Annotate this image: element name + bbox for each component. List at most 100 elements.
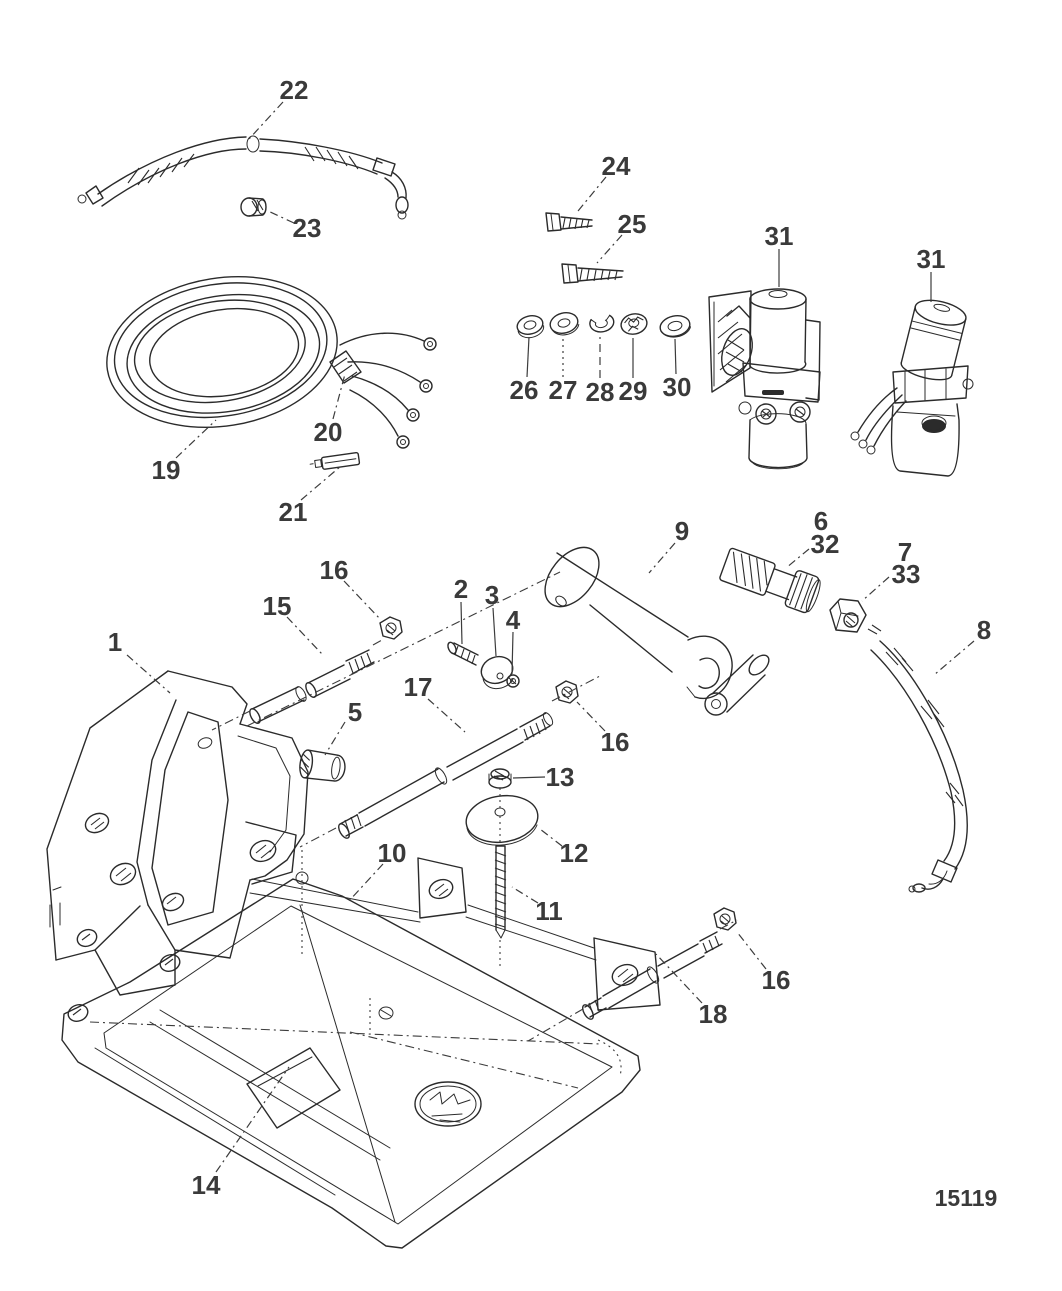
- locknut-drawing-13: [488, 768, 512, 789]
- locknut-drawing-top: [379, 616, 403, 640]
- callout-leader-12: [539, 828, 563, 847]
- callout-leader-16: [343, 580, 382, 621]
- locknut-drawing-bottom: [713, 907, 737, 931]
- callout-leader-14: [215, 1066, 290, 1173]
- hydraulic-fitting-drawing: [719, 547, 821, 614]
- part-callout-9: 9: [675, 516, 689, 546]
- callout-leader-23: [267, 210, 295, 224]
- callout-leader-30: [674, 338, 677, 375]
- callout-leader-18: [655, 953, 703, 1004]
- part-callout-15: 15: [263, 591, 292, 621]
- brand-emblem-drawing: [414, 1081, 482, 1127]
- part-callout-31: 31: [917, 244, 946, 274]
- part-callout-2: 2: [454, 574, 468, 604]
- washer-drawing-27: [549, 312, 580, 336]
- callout-leader-26: [526, 336, 530, 378]
- trim-cylinder-drawing: [544, 546, 770, 716]
- wiring-harness-coil-drawing: [106, 275, 437, 449]
- callout-leader-10: [347, 863, 384, 903]
- callout-leader-5: [324, 721, 346, 756]
- pump-assembly-left-drawing: [708, 288, 821, 470]
- callout-leader-15: [286, 616, 323, 655]
- screw-drawing: [447, 641, 479, 666]
- washer-drawing-3: [480, 655, 514, 690]
- callout-leader-22: [248, 101, 284, 140]
- part-callout-14: 14: [192, 1170, 221, 1200]
- part-callout-5: 5: [348, 697, 362, 727]
- part-callout-3: 3: [485, 580, 499, 610]
- part-callout-31: 31: [765, 221, 794, 251]
- callout-leader-lines: [126, 101, 975, 1173]
- hose-fitting-drawing: [240, 197, 267, 217]
- part-callout-6: 6: [814, 506, 828, 536]
- part-callout-20: 20: [314, 417, 343, 447]
- part-callout-8: 8: [977, 615, 991, 645]
- part-callout-25: 25: [618, 209, 647, 239]
- part-callout-27: 27: [549, 375, 578, 405]
- callout-leader-3: [492, 607, 497, 657]
- callout-leader-9: [648, 542, 676, 574]
- gimbal-plate-drawing: [61, 850, 641, 1249]
- callout-leader-20: [332, 373, 346, 420]
- anchor-pin-lower-drawing: [582, 931, 723, 1020]
- callout-leader-2: [460, 601, 463, 645]
- callout-leader-21: [300, 465, 342, 501]
- part-callout-17: 17: [404, 672, 433, 702]
- part-callout-23: 23: [293, 213, 322, 243]
- part-callout-4: 4: [506, 605, 521, 635]
- part-callout-24: 24: [602, 151, 631, 181]
- part-callout-13: 13: [546, 762, 575, 792]
- callout-leader-8: [933, 640, 975, 676]
- transom-bracket-drawing: [46, 670, 309, 996]
- part-callout-11: 11: [535, 896, 563, 926]
- locknut-drawing-middle: [555, 680, 579, 704]
- part-callout-33: 33: [892, 559, 921, 589]
- anchor-pin-upper-drawing: [249, 649, 375, 725]
- callout-leader-11: [511, 886, 539, 904]
- drawing-number: 15119: [935, 1185, 998, 1211]
- callout-leader-33: [861, 576, 890, 602]
- callout-leader-24: [577, 176, 607, 212]
- part-callout-32: 32: [811, 529, 840, 559]
- callout-leader-25: [596, 234, 623, 264]
- washer-drawing-26: [516, 315, 545, 339]
- part-callout-18: 18: [699, 999, 728, 1029]
- hydraulic-hose-lower-drawing: [867, 624, 968, 893]
- part-callout-10: 10: [378, 838, 407, 868]
- harness-sleeve-drawing: [329, 350, 362, 384]
- callout-leader-32: [785, 548, 810, 569]
- part-callout-16: 16: [601, 727, 630, 757]
- anchor-pin-middle-drawing: [338, 712, 554, 839]
- callout-leader-4: [511, 631, 514, 675]
- nut-drawing-4: [506, 674, 520, 688]
- callout-leader-16: [736, 931, 767, 970]
- pivot-boss-drawing: [249, 857, 661, 1011]
- callout-leader-17: [427, 698, 466, 733]
- pump-assembly-right-drawing: [850, 299, 974, 477]
- stud-drawing: [494, 845, 507, 968]
- part-callout-21: 21: [279, 497, 308, 527]
- hydraulic-hose-drawing: [77, 135, 409, 220]
- part-callout-30: 30: [663, 372, 692, 402]
- washer-drawing-30: [659, 315, 692, 338]
- part-callout-1: 1: [108, 627, 122, 657]
- part-callout-16: 16: [762, 965, 791, 995]
- diagram-artwork: [46, 135, 974, 1249]
- bolt-drawing-24: [545, 212, 593, 232]
- lock-washer-drawing-28: [589, 314, 615, 333]
- plug-drawing: [299, 749, 346, 782]
- part-callout-19: 19: [152, 455, 181, 485]
- part-callout-7: 7: [898, 537, 912, 567]
- part-callout-12: 12: [560, 838, 589, 868]
- harness-connector-drawing: [309, 451, 361, 470]
- part-callout-16: 16: [320, 555, 349, 585]
- callout-leader-16: [576, 701, 606, 732]
- tube-nut-drawing: [829, 598, 867, 633]
- part-callout-22: 22: [280, 75, 309, 105]
- part-callout-28: 28: [586, 377, 615, 407]
- star-washer-drawing-29: [620, 313, 648, 335]
- decal-drawing: [246, 1047, 341, 1129]
